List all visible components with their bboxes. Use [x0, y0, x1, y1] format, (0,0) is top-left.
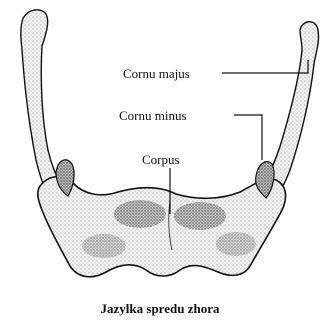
right-body-fossa — [174, 202, 226, 230]
cornu-majus-leader — [222, 60, 308, 73]
label-cornu-majus: Cornu majus — [123, 67, 190, 80]
lower-left-shade — [82, 234, 126, 258]
hyoid-body — [38, 177, 286, 277]
cornu-minus-leader — [234, 115, 262, 160]
figure-caption: Jazylka spredu zhora — [0, 301, 320, 317]
label-corpus: Corpus — [142, 153, 180, 166]
lower-right-shade — [216, 232, 256, 256]
label-cornu-minus: Cornu minus — [119, 109, 187, 122]
left-body-fossa — [114, 200, 166, 228]
